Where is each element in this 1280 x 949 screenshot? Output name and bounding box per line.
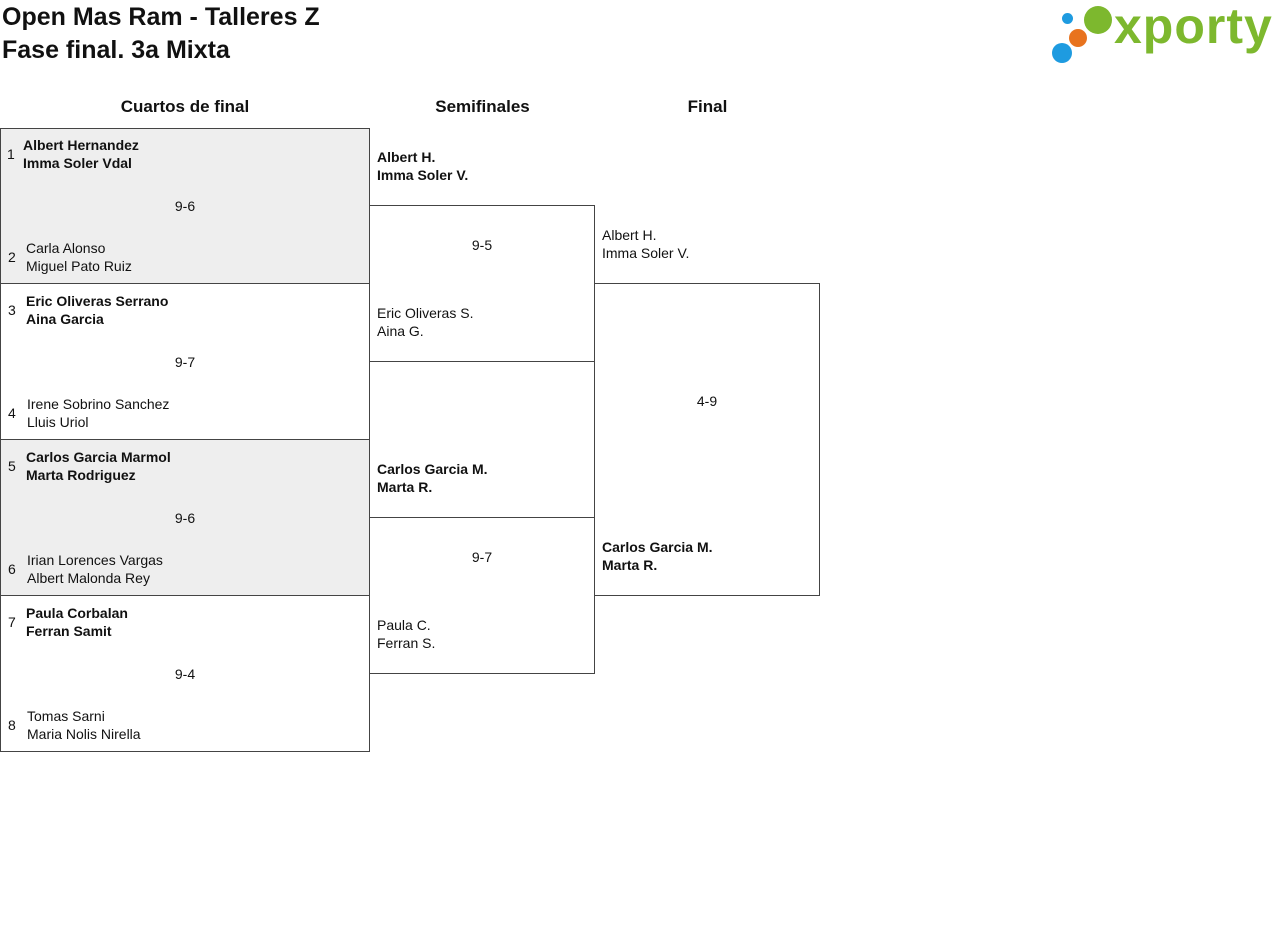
quarterfinal-match-1 <box>0 128 370 284</box>
sf2-top-pair: Carlos Garcia M. Marta R. <box>377 460 488 496</box>
player-name: Irene Sobrino Sanchez <box>27 396 170 412</box>
match-score: 9-7 <box>471 549 493 565</box>
player-name: Imma Soler V. <box>602 245 690 261</box>
player-name: Marta Rodriguez <box>26 467 136 483</box>
sf2-bottom-pair: Paula C. Ferran S. <box>377 616 435 652</box>
player-name: Carlos Garcia M. <box>377 461 488 477</box>
qf4-bottom-pair: Tomas Sarni Maria Nolis Nirella <box>27 707 141 743</box>
sf1-top-pair: Albert H. Imma Soler V. <box>377 148 468 184</box>
logo-dot-blue-large-icon <box>1052 43 1072 63</box>
player-name: Imma Soler V. <box>377 167 469 183</box>
quarterfinal-match-3 <box>0 439 370 596</box>
seed-number: 6 <box>8 561 16 577</box>
seed-number: 8 <box>8 717 16 733</box>
player-name: Paula C. <box>377 617 431 633</box>
player-name: Marta R. <box>377 479 433 495</box>
qf1-top-pair: Albert Hernandez Imma Soler Vdal <box>23 136 139 172</box>
player-name: Albert H. <box>602 227 657 243</box>
logo-dot-green-icon <box>1084 6 1112 34</box>
player-name: Tomas Sarni <box>27 708 105 724</box>
seed-number: 3 <box>8 302 16 318</box>
player-name: Miguel Pato Ruiz <box>26 258 132 274</box>
seed-number: 2 <box>8 249 16 265</box>
qf3-top-pair: Carlos Garcia Marmol Marta Rodriguez <box>26 448 171 484</box>
player-name: Carlos Garcia M. <box>602 539 713 555</box>
player-name: Eric Oliveras S. <box>377 305 474 321</box>
seed-number: 5 <box>8 458 16 474</box>
player-name: Albert Malonda Rey <box>27 570 150 586</box>
player-name: Albert H. <box>377 149 436 165</box>
match-score: 4-9 <box>696 393 718 409</box>
qf1-bottom-pair: Carla Alonso Miguel Pato Ruiz <box>26 239 132 275</box>
player-name: Aina Garcia <box>26 311 104 327</box>
match-score: 9-6 <box>174 510 196 526</box>
logo-wordmark: xporty <box>1114 0 1273 54</box>
qf3-bottom-pair: Irian Lorences Vargas Albert Malonda Rey <box>27 551 163 587</box>
seed-number: 4 <box>8 405 16 421</box>
phase-subtitle: Fase final. 3a Mixta <box>2 36 230 64</box>
match-score: 9-6 <box>174 198 196 214</box>
xporty-logo[interactable]: xporty <box>1050 0 1276 67</box>
player-name: Carla Alonso <box>26 240 106 256</box>
player-name: Ferran S. <box>377 635 436 651</box>
tournament-title: Open Mas Ram - Talleres Z <box>2 3 320 31</box>
qf2-top-pair: Eric Oliveras Serrano Aina Garcia <box>26 292 168 328</box>
player-name: Carlos Garcia Marmol <box>26 449 171 465</box>
final-bottom-pair-winner: Carlos Garcia M. Marta R. <box>602 538 713 574</box>
logo-dot-blue-small-icon <box>1062 13 1073 24</box>
player-name: Albert Hernandez <box>23 137 139 153</box>
qf4-top-pair: Paula Corbalan Ferran Samit <box>26 604 128 640</box>
match-score: 9-7 <box>174 354 196 370</box>
seed-number: 7 <box>8 614 16 630</box>
player-name: Irian Lorences Vargas <box>27 552 163 568</box>
player-name: Imma Soler Vdal <box>23 155 132 171</box>
player-name: Lluis Uriol <box>27 414 89 430</box>
sf1-bottom-pair: Eric Oliveras S. Aina G. <box>377 304 473 340</box>
match-score: 9-5 <box>471 237 493 253</box>
player-name: Maria Nolis Nirella <box>27 726 141 742</box>
round-header-quarterfinals: Cuartos de final <box>120 97 250 116</box>
final-match <box>594 283 820 596</box>
round-header-semifinals: Semifinales <box>435 97 530 116</box>
qf2-bottom-pair: Irene Sobrino Sanchez Lluis Uriol <box>27 395 169 431</box>
match-score: 9-4 <box>174 666 196 682</box>
player-name: Aina G. <box>377 323 424 339</box>
player-name: Eric Oliveras Serrano <box>26 293 169 309</box>
player-name: Marta R. <box>602 557 658 573</box>
final-top-pair: Albert H. Imma Soler V. <box>602 226 689 262</box>
round-header-final: Final <box>687 97 728 116</box>
seed-number: 1 <box>7 146 15 162</box>
player-name: Paula Corbalan <box>26 605 128 621</box>
player-name: Ferran Samit <box>26 623 112 639</box>
logo-dot-orange-icon <box>1069 29 1087 47</box>
